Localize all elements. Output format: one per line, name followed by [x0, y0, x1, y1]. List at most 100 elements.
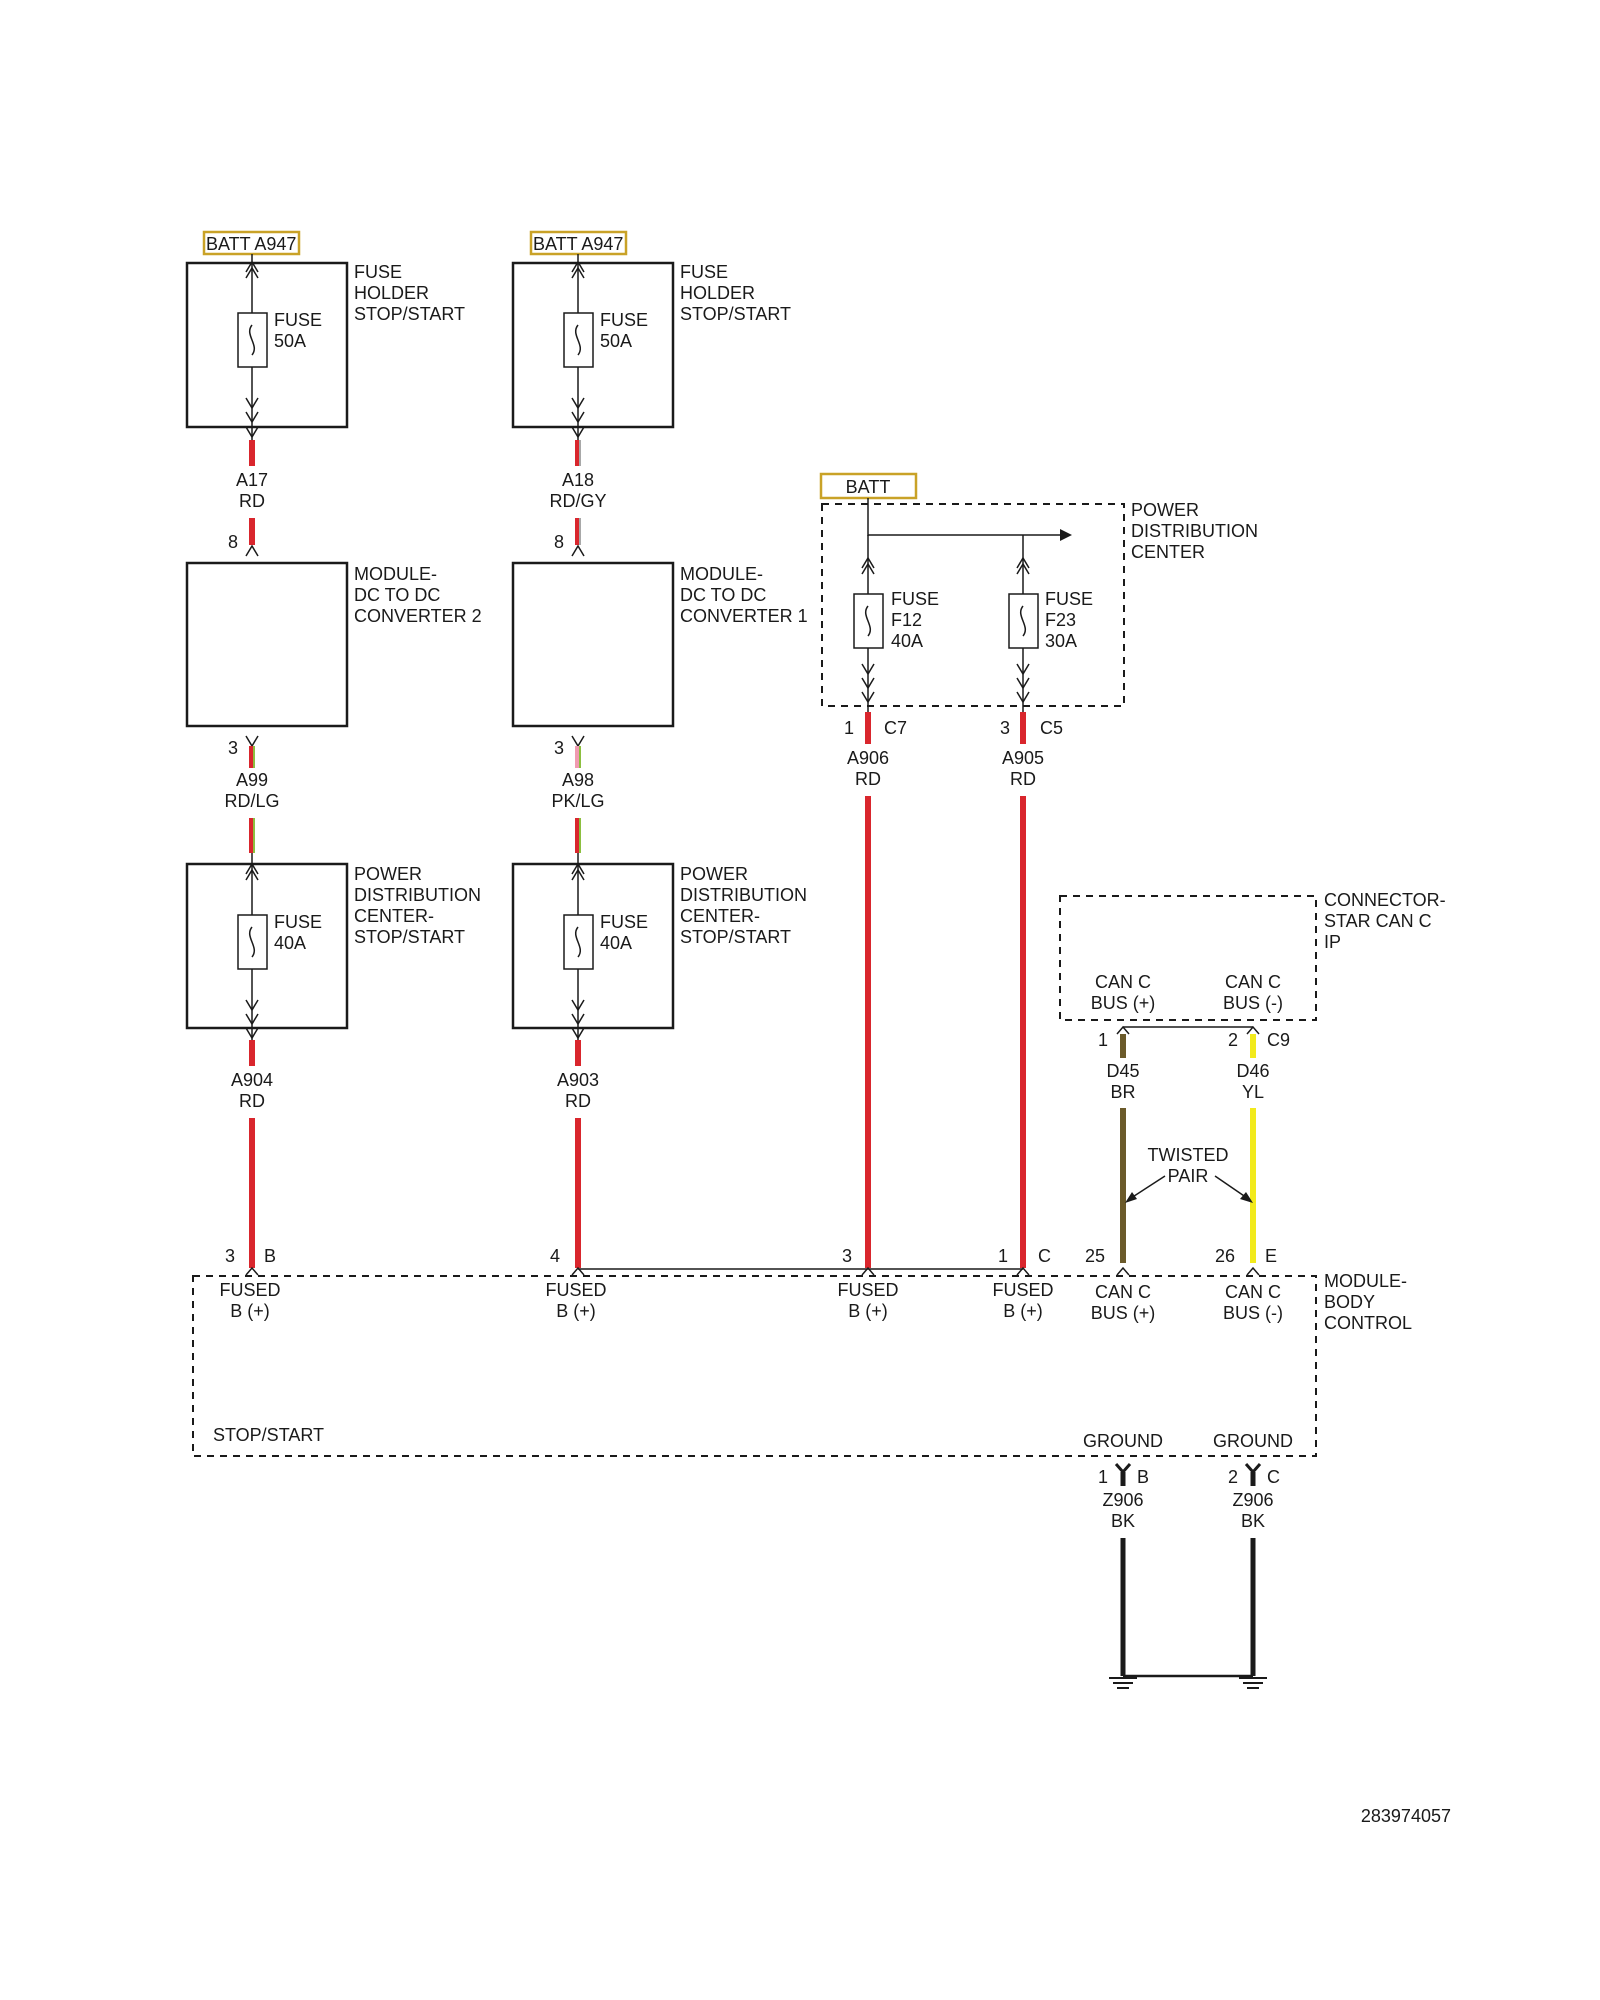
connector-id: E [1265, 1246, 1277, 1266]
wire-color: RD [239, 491, 265, 511]
component-label: IP [1324, 932, 1341, 952]
fuse-f12-rating: 40A [891, 631, 923, 651]
ground-circuits: 1 B 2 C Z906 BK Z906 BK [1098, 1463, 1280, 1689]
twisted-pair-label: TWISTED [1148, 1145, 1229, 1165]
fuse-label: FUSE [600, 912, 648, 932]
ground-label: GROUND [1213, 1431, 1293, 1451]
connector-id: C7 [884, 718, 907, 738]
ground-icon [1239, 1677, 1267, 1689]
twisted-pair-callout: TWISTED PAIR [1125, 1145, 1253, 1203]
batt-tag [819, 472, 918, 500]
ground-icon [1109, 1677, 1137, 1689]
component-label: STAR CAN C [1324, 911, 1432, 931]
pin-number: 1 [1098, 1467, 1108, 1487]
circuit-id: A904 [231, 1070, 273, 1090]
fuse-rating: 50A [274, 331, 306, 351]
fuse-label: FUSE [274, 310, 322, 330]
pin-number: 3 [554, 738, 564, 758]
wire-color: RD [1010, 769, 1036, 789]
batt-a947-label-2: BATT A947 [533, 234, 623, 254]
wire-color: PK/LG [551, 791, 604, 811]
pdc-box [185, 862, 349, 1030]
component-label: CONVERTER 1 [680, 606, 808, 626]
component-label: HOLDER [354, 283, 429, 303]
component-label: MODULE- [354, 564, 437, 584]
pin-number: 2 [1228, 1467, 1238, 1487]
wire-color: RD [565, 1091, 591, 1111]
twisted-pair-label: PAIR [1168, 1166, 1209, 1186]
pin-number: 3 [228, 738, 238, 758]
wire-color: RD/GY [549, 491, 606, 511]
pin-function-label: CAN C [1225, 1282, 1281, 1302]
component-label: STOP/START [680, 304, 791, 324]
pin-function-label: BUS (-) [1223, 1303, 1283, 1323]
star-connector-outline [1059, 895, 1317, 1021]
fuse-label: FUSE [274, 912, 322, 932]
module-box [511, 561, 675, 728]
module-box [185, 561, 349, 728]
component-label: FUSE [680, 262, 728, 282]
component-label: CONNECTOR- [1324, 890, 1446, 910]
fuse-f12-label: FUSE [891, 589, 939, 609]
connector-id: C9 [1267, 1030, 1290, 1050]
circuit-id: Z906 [1102, 1490, 1143, 1510]
pin-number: 8 [228, 532, 238, 552]
component-label: DISTRIBUTION [680, 885, 807, 905]
pin-function-label: FUSED [545, 1280, 606, 1300]
bcm-outline [192, 1275, 1317, 1457]
pin-number: 1 [1098, 1030, 1108, 1050]
circuit-id: D45 [1106, 1061, 1139, 1081]
circuit-id: A905 [1002, 748, 1044, 768]
pin-number: 3 [225, 1246, 235, 1266]
pin-label: CAN C [1095, 972, 1151, 992]
pin-number: 25 [1085, 1246, 1105, 1266]
wire-color: BK [1241, 1511, 1265, 1531]
batt-a947-label-1: BATT A947 [206, 234, 296, 254]
component-label: POWER [354, 864, 422, 884]
pin-function-label: CAN C [1095, 1282, 1151, 1302]
wire-a99: A99 RD/LG [224, 746, 280, 853]
component-label: MODULE- [680, 564, 763, 584]
pin-number: 8 [554, 532, 564, 552]
pin-function-label: FUSED [219, 1280, 280, 1300]
pin-function-label: B (+) [1003, 1301, 1043, 1321]
pdc-stop-start-1: FUSE 40A POWER DISTRIBUTION CENTER- STOP… [185, 853, 481, 1040]
pin-label: BUS (-) [1223, 993, 1283, 1013]
component-label: POWER [680, 864, 748, 884]
connector-id: C5 [1040, 718, 1063, 738]
pin-number: 1 [844, 718, 854, 738]
wire-a18: A18 RD/GY 8 [549, 440, 607, 557]
pin-number: 4 [550, 1246, 560, 1266]
pdc-outline [821, 503, 1125, 707]
wire-a904: A904 RD [231, 1040, 273, 1268]
pin-function-label: B (+) [556, 1301, 596, 1321]
component-label: POWER [1131, 500, 1199, 520]
circuit-id: A17 [236, 470, 268, 490]
fuse-holder-box-2 [511, 261, 675, 429]
pin-number: 26 [1215, 1246, 1235, 1266]
component-label: BODY [1324, 1292, 1375, 1312]
connector-star-can-c: CONNECTOR- STAR CAN C IP CAN C BUS (+) C… [1059, 890, 1446, 1050]
circuit-id: A903 [557, 1070, 599, 1090]
wire-color: RD [239, 1091, 265, 1111]
wire-color: BR [1110, 1082, 1135, 1102]
pin-number: 3 [1000, 718, 1010, 738]
fuse-f12-id: F12 [891, 610, 922, 630]
component-label: STOP/START [680, 927, 791, 947]
component-label: STOP/START [354, 927, 465, 947]
component-label: DC TO DC [354, 585, 440, 605]
component-label: CENTER- [680, 906, 760, 926]
arrow-icon [1125, 1192, 1137, 1203]
wire-a906: A906 RD [847, 712, 889, 1268]
circuit-id: A906 [847, 748, 889, 768]
component-label: DISTRIBUTION [1131, 521, 1258, 541]
pin-number: 2 [1228, 1030, 1238, 1050]
pin-label: BUS (+) [1091, 993, 1156, 1013]
connector-id: B [1137, 1467, 1149, 1487]
wire-color: YL [1242, 1082, 1264, 1102]
component-label: HOLDER [680, 283, 755, 303]
wire-a98: A98 PK/LG [551, 746, 605, 853]
wire-color: RD/LG [224, 791, 279, 811]
ground-label: GROUND [1083, 1431, 1163, 1451]
